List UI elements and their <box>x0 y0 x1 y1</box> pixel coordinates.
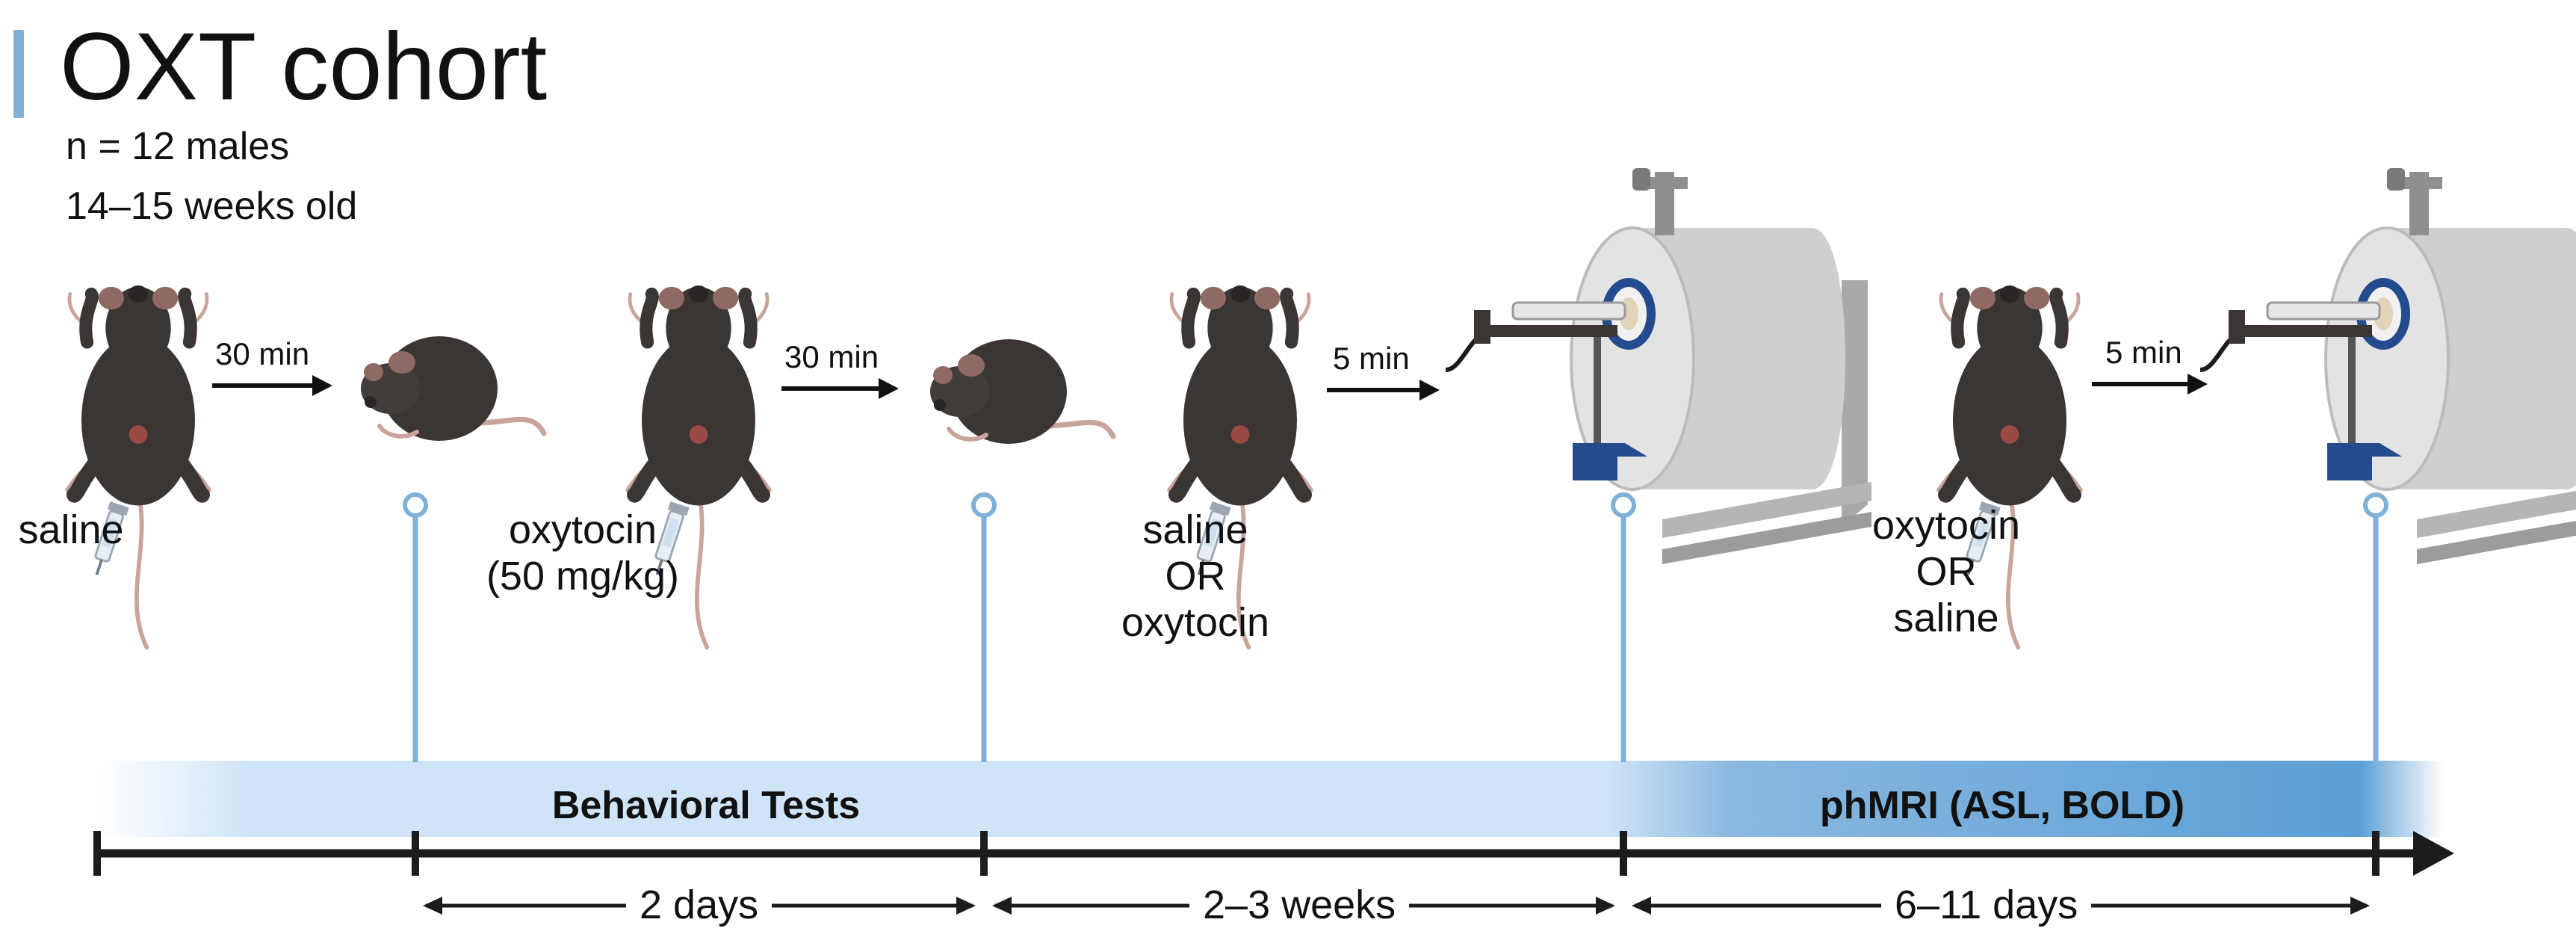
duration-arrow-2-left <box>992 897 1012 915</box>
duration-arrow-3-right <box>2350 897 2370 915</box>
duration-arrow-3-left <box>1632 897 1651 915</box>
mouse-curled-icon-2 <box>930 339 1113 444</box>
injection-label-3-line-1: saline <box>1142 507 1248 552</box>
marker-circle-4 <box>2363 492 2388 518</box>
injection-label-3: saline OR oxytocin <box>1091 507 1300 646</box>
injection-label-3-line-2: OR <box>1165 554 1226 599</box>
title-accent-bar <box>13 30 24 118</box>
axis-arrowhead <box>2413 831 2454 876</box>
duration-arrow-1-left <box>423 897 442 915</box>
injection-label-2: oxytocin (50 mg/kg) <box>471 507 695 599</box>
interval-arrow-4-head <box>2188 374 2208 395</box>
injection-label-1: saline <box>7 507 134 553</box>
phase-band-behavioral <box>97 761 1629 837</box>
marker-circle-3 <box>1611 492 1636 518</box>
marker-circle-1 <box>403 492 428 518</box>
event-markers <box>403 492 2388 762</box>
duration-label-1: 2 days <box>626 882 773 928</box>
duration-label-3: 6–11 days <box>1881 882 2092 928</box>
duration-label-2: 2–3 weeks <box>1189 882 1410 928</box>
figure-title: OXT cohort <box>60 13 548 120</box>
interval-label-3: 5 min <box>1333 341 1410 376</box>
marker-circle-2 <box>971 492 997 518</box>
mouse-curled-icon-1 <box>361 336 544 441</box>
injection-label-4-line-1: oxytocin <box>1871 503 2021 548</box>
mri-scanner-icon-1 <box>1446 168 1871 564</box>
injection-label-2-line-1: oxytocin <box>508 507 657 552</box>
interval-label-2: 30 min <box>784 339 879 374</box>
cohort-age: 14–15 weeks old <box>66 185 358 228</box>
interval-label-1: 30 min <box>215 336 310 371</box>
injection-label-2-line-2: (50 mg/kg) <box>486 554 680 599</box>
phase-label-behavioral: Behavioral Tests <box>551 784 861 827</box>
interval-arrow-2-head <box>879 378 899 399</box>
injection-label-4-line-3: saline <box>1893 596 1999 640</box>
injection-label-3-line-3: oxytocin <box>1121 600 1270 645</box>
interval-arrows <box>212 374 2208 401</box>
injection-label-4: oxytocin OR saline <box>1845 502 2047 641</box>
interval-arrow-3-head <box>1419 380 1440 401</box>
timeline-axis <box>93 831 2454 876</box>
interval-arrow-1-head <box>312 375 332 396</box>
duration-arrow-1-right <box>956 897 976 915</box>
injection-label-4-line-2: OR <box>1916 549 1977 594</box>
duration-arrow-2-right <box>1596 897 1615 915</box>
interval-label-4: 5 min <box>2105 335 2182 370</box>
phase-label-mri: phMRI (ASL, BOLD) <box>1819 784 2185 827</box>
injection-label-1-line-1: saline <box>18 507 124 552</box>
mouse-icon-1 <box>67 285 209 648</box>
phase-band-mri <box>1606 761 2443 837</box>
cohort-size: n = 12 males <box>66 125 290 168</box>
